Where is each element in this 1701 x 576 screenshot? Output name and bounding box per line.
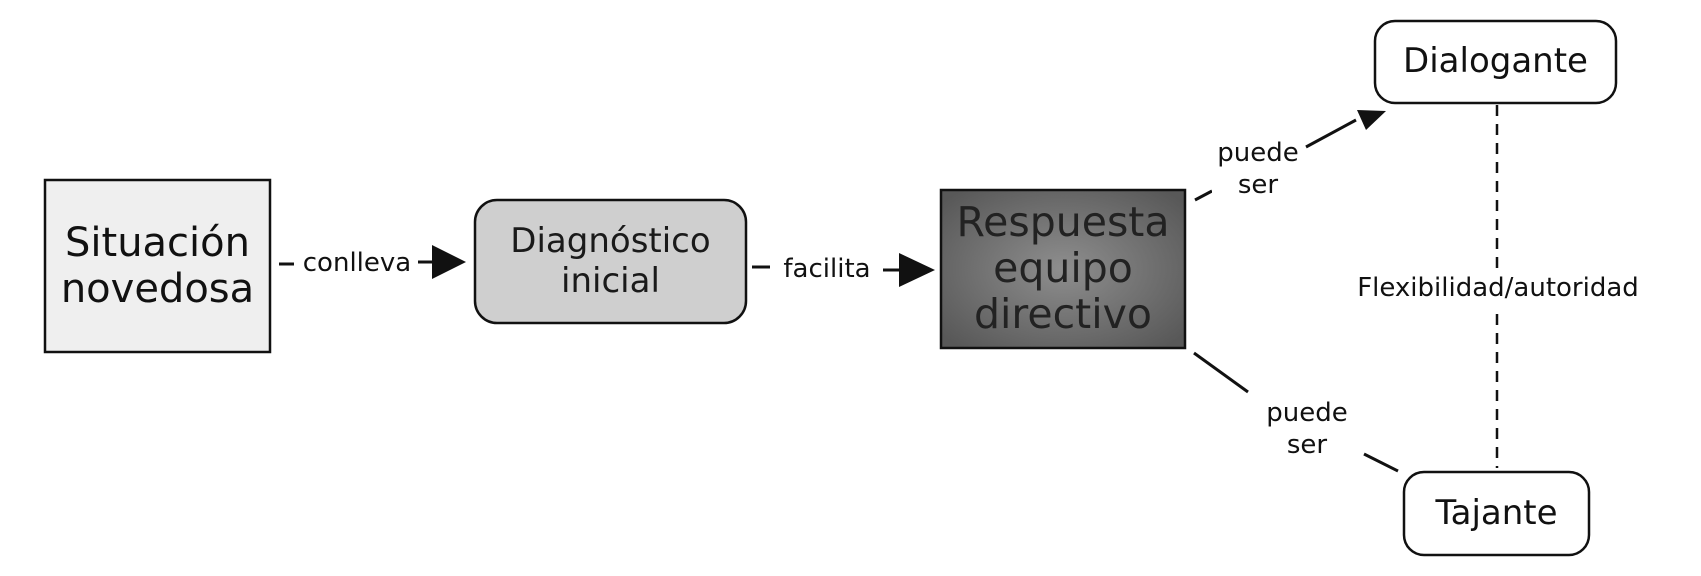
situacion-label: Situación novedosa [60,220,255,312]
dialogante-label: Dialogante [1403,41,1588,82]
puede-ser-top-line-lower [1194,189,1213,202]
conlleva-arrowhead [432,245,466,279]
tajante-box [1402,470,1591,557]
puede-ser-bottom-line-upper [1193,351,1249,394]
puede-ser-top-arrowhead [1357,110,1386,130]
respuesta-box [939,188,1187,350]
puede-ser-top-label: puede ser [1212,134,1304,204]
tajante-label: Tajante [1435,492,1558,533]
puede-ser-bottom-label: puede ser [1252,394,1362,464]
puede-ser-bottom-line-lower [1363,452,1399,473]
facilita-label: facilita [774,252,880,286]
dialogante-box [1373,19,1618,105]
situacion-box [43,178,272,354]
diagnostico-box [473,198,748,325]
flexibilidad-label: Flexibilidad/autoridad [1348,270,1648,306]
diagnostico-label: Diagnóstico inicial [510,221,711,301]
puede-ser-top-line-upper [1305,118,1357,149]
conlleva-label: conlleva [298,246,416,280]
respuesta-label: Respuesta equipo directivo [956,198,1170,338]
facilita-arrowhead [899,253,935,287]
